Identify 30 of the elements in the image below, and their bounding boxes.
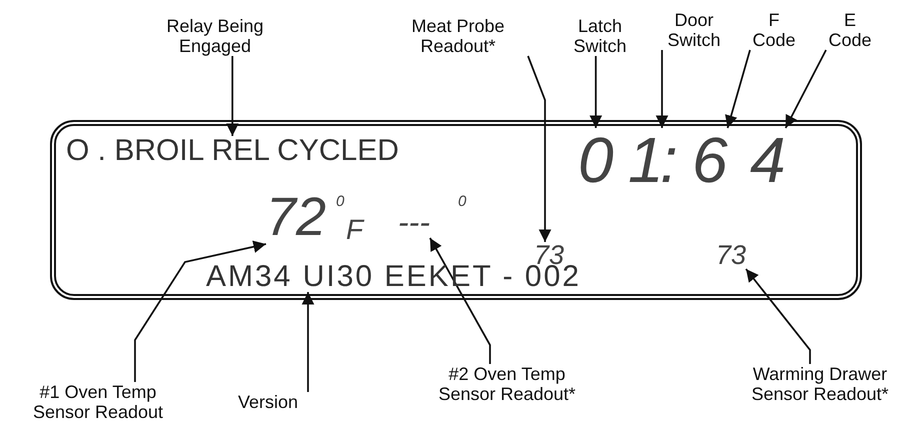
- segment-digit: 6: [692, 128, 728, 192]
- callout-label: F Code: [750, 10, 798, 50]
- callout-label: E Code: [826, 10, 874, 50]
- degree-mark: 0: [458, 194, 466, 209]
- arrow: [656, 50, 668, 128]
- arrow: [302, 292, 314, 392]
- display-text: O . BROIL REL CYCLED: [66, 136, 399, 166]
- callout-label: Relay Being Engaged: [145, 16, 285, 56]
- arrow: [226, 56, 239, 136]
- arrow: [784, 50, 827, 128]
- callout-label: #2 Oven Temp Sensor Readout*: [427, 364, 587, 404]
- arrow: [134, 240, 266, 382]
- arrow: [745, 268, 811, 364]
- segment-dashes: ---: [398, 206, 430, 238]
- segment-digit: 73: [716, 242, 746, 269]
- callout-label: Meat Probe Readout*: [388, 16, 528, 56]
- degree-mark: 0: [336, 194, 344, 209]
- arrow: [725, 50, 751, 128]
- callout-label: Latch Switch: [565, 16, 635, 56]
- arrow: [527, 56, 552, 242]
- segment-digit: 72: [266, 190, 326, 244]
- display-panel: [50, 120, 862, 300]
- callout-label: Warming Drawer Sensor Readout*: [740, 364, 900, 404]
- arrow: [590, 56, 602, 128]
- callout-label: Version: [228, 392, 308, 412]
- callout-label: Door Switch: [662, 10, 726, 50]
- unit-letter: F: [346, 216, 364, 244]
- segment-digit: 4: [750, 128, 786, 192]
- segment-digit: 0: [578, 128, 614, 192]
- callout-label: #1 Oven Temp Sensor Readout: [23, 382, 173, 422]
